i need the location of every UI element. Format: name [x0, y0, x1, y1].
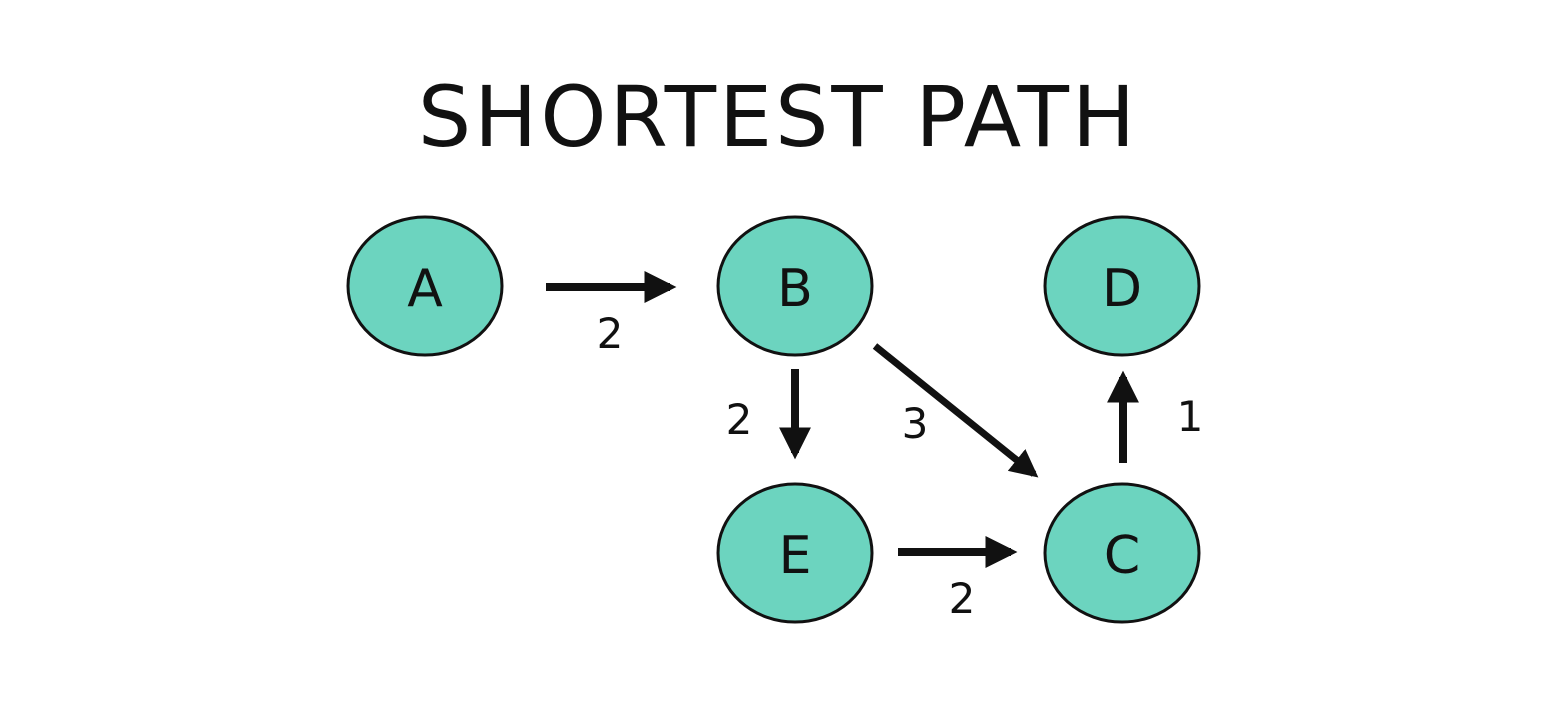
edge-c-d-weight: 1: [1177, 392, 1204, 441]
nodes-layer: A B D E C: [346, 215, 1201, 624]
node-c-label: C: [1104, 526, 1140, 586]
node-a[interactable]: A: [346, 215, 504, 357]
node-e[interactable]: E: [716, 482, 874, 624]
edge-b-e-weight: 2: [726, 395, 753, 444]
node-a-circle: [346, 215, 504, 357]
node-b[interactable]: B: [716, 215, 874, 357]
page-title: SHORTEST PATH: [417, 68, 1139, 166]
edges-layer: 2 2 3 2 1: [546, 271, 1204, 623]
node-a-label: A: [407, 259, 443, 319]
node-c[interactable]: C: [1043, 482, 1201, 624]
node-b-circle: [716, 215, 874, 357]
node-d[interactable]: D: [1043, 215, 1201, 357]
edge-b-e[interactable]: 2: [726, 369, 811, 460]
node-d-circle: [1043, 215, 1201, 357]
edge-e-c-weight: 2: [949, 574, 976, 623]
node-e-label: E: [779, 526, 812, 586]
edge-e-c[interactable]: 2: [898, 536, 1018, 623]
edge-a-b[interactable]: 2: [546, 271, 677, 358]
edge-b-c[interactable]: 3: [872, 343, 1039, 478]
node-b-label: B: [777, 259, 813, 319]
edge-b-c-arrow: [872, 343, 1039, 478]
node-e-circle: [716, 482, 874, 624]
node-d-label: D: [1102, 259, 1142, 319]
node-c-circle: [1043, 482, 1201, 624]
edge-a-b-weight: 2: [597, 309, 624, 358]
edge-b-c-weight: 3: [902, 399, 929, 448]
edge-c-d[interactable]: 1: [1107, 370, 1204, 463]
